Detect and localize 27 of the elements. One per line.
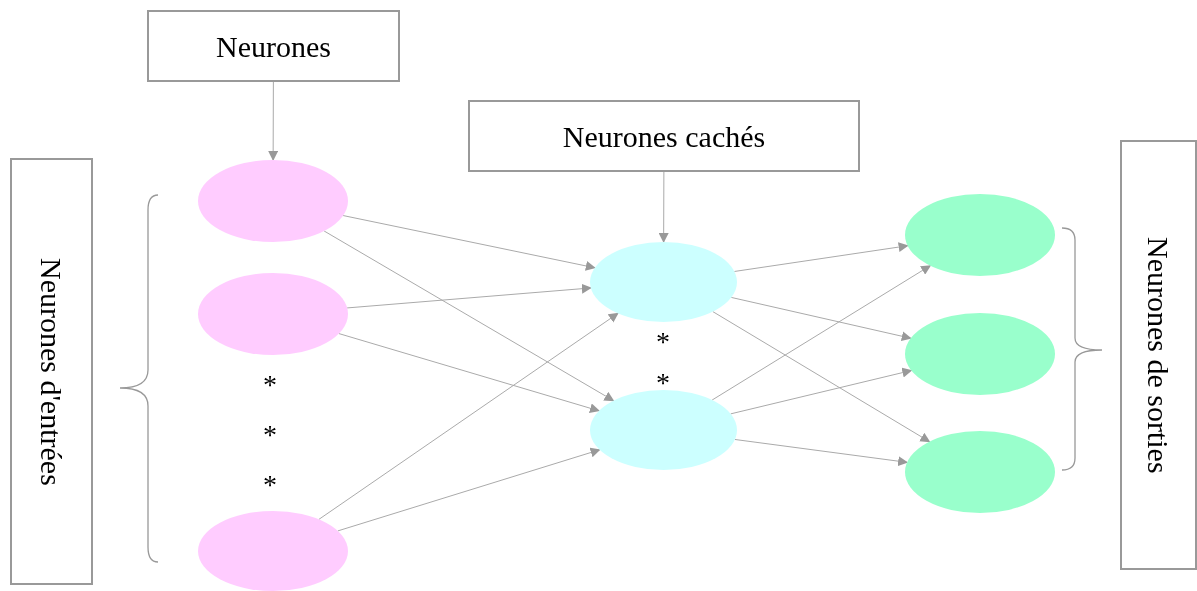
ellipsis-asterisk: * [656, 369, 670, 397]
ellipsis-asterisk: * [263, 371, 277, 399]
arrow [338, 333, 600, 414]
arrow [658, 171, 669, 243]
ellipsis-asterisk: * [263, 471, 277, 499]
label-box [1120, 140, 1197, 570]
arrow [730, 296, 912, 342]
box-label: Neurones de sorties [1141, 236, 1176, 474]
label-box [10, 158, 93, 585]
arrow [318, 312, 619, 520]
arrow [337, 447, 601, 532]
label-box [147, 10, 400, 82]
arrow [733, 242, 909, 272]
arrow [342, 215, 596, 271]
box-label: Neurones cachés [562, 118, 766, 155]
arrow [268, 81, 279, 161]
arrow [323, 230, 615, 402]
arrow [730, 367, 913, 415]
arrow [712, 311, 931, 443]
ellipsis-asterisk: * [656, 328, 670, 356]
ellipsis-asterisk: * [263, 421, 277, 449]
label-box [468, 100, 860, 172]
box-label: Neurones d'entrées [34, 257, 69, 486]
arrow [711, 265, 932, 401]
arrow [734, 439, 909, 467]
box-label: Neurones [216, 28, 331, 65]
arrow [346, 283, 592, 309]
